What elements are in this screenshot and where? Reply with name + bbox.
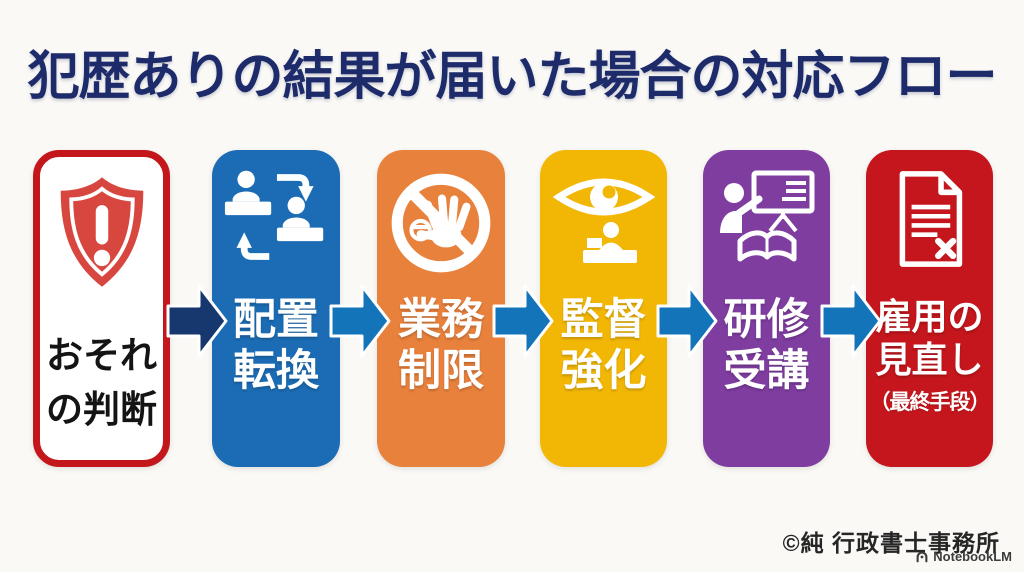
- copyright-text: ©純 行政書士事務所: [782, 530, 1000, 556]
- supervision-eye-icon: [548, 167, 660, 295]
- step-box-judgement: おそれ の判断: [33, 150, 170, 467]
- watermark: NotebookLM: [915, 549, 1012, 564]
- step-sublabel: （最終手段）: [869, 391, 991, 415]
- watermark-label: NotebookLM: [933, 549, 1012, 564]
- flow-arrow-icon: [166, 284, 228, 358]
- step-label: 配置 転換: [233, 296, 319, 395]
- step-box-training: 研修 受講: [703, 150, 830, 467]
- flow-arrow-icon: [656, 284, 718, 358]
- step-label: 監督 強化: [560, 296, 647, 395]
- step-label: 研修 受講: [723, 296, 810, 395]
- page-title: 犯歴ありの結果が届いた場合の対応フロー: [27, 48, 997, 106]
- no-entry-hand-icon: [385, 167, 497, 295]
- step-label: 業務 制限: [398, 296, 484, 395]
- training-lecture-icon: [712, 167, 822, 295]
- step-box-employment-review: 雇用の 見直し （最終手段）: [866, 150, 993, 467]
- flow-arrow-icon: [329, 284, 391, 358]
- alert-shield-icon: [54, 173, 150, 323]
- contract-x-icon: [884, 167, 976, 295]
- step-box-supervision: 監督 強化: [540, 150, 667, 467]
- staff-transfer-icon: [223, 167, 329, 295]
- flow-arrow-icon: [492, 284, 554, 358]
- step-box-work-restriction: 業務 制限: [377, 150, 505, 467]
- flow-arrow-icon: [820, 284, 882, 358]
- step-box-reassignment: 配置 転換: [212, 150, 340, 467]
- step-label: 雇用の 見直し: [875, 296, 984, 381]
- notebooklm-logo-icon: [916, 551, 928, 562]
- step-label: おそれ の判断: [46, 335, 157, 430]
